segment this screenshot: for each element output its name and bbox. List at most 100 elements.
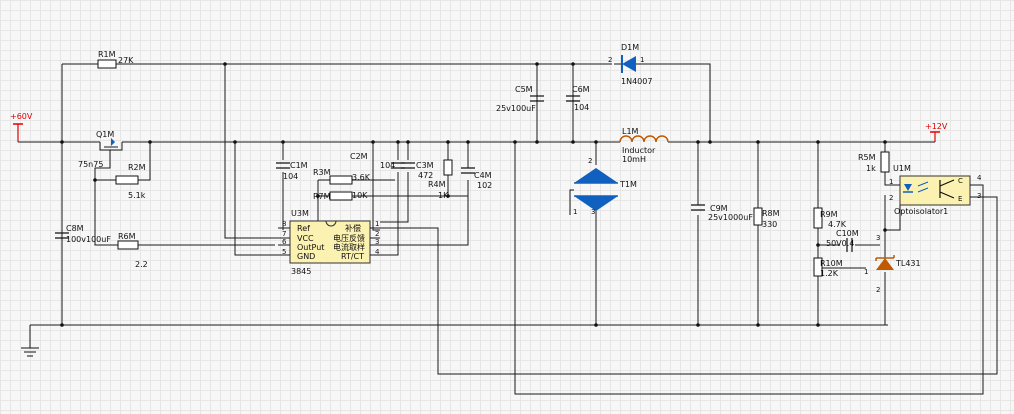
r5-ref: R5M (858, 153, 876, 162)
c8-value: 100v100uF (66, 235, 111, 244)
power-in-port[interactable]: +60V (10, 112, 33, 142)
resistor-r8[interactable]: R8M 330 (753, 207, 780, 229)
d1-pin-2: 2 (608, 56, 612, 64)
r6-ref: R6M (118, 232, 136, 241)
u1-pin-3: 3 (977, 192, 981, 200)
c10-ref: C10M (836, 229, 859, 238)
u1-emitter-mark: E (958, 195, 962, 203)
c9-ref: C9M (710, 204, 728, 213)
r3-ref: R3M (313, 168, 331, 177)
dual-diode-t1[interactable]: T1M 2 1 3 (569, 157, 637, 225)
tl431-name: TL431 (895, 259, 921, 268)
u1-name: Optoisolator1 (894, 207, 948, 216)
capacitor-c6[interactable]: C6M 104 (566, 85, 590, 112)
c1-ref: C1M (290, 161, 308, 170)
u1-pin-2: 2 (889, 194, 893, 202)
u3-pin-comp: 补偿 (345, 223, 361, 233)
r1-value: 27K (118, 56, 134, 65)
u3-part: 3845 (291, 267, 311, 276)
c9-value: 25v1000uF (708, 213, 753, 222)
r8-ref: R8M (762, 209, 780, 218)
r10-ref: R10M (820, 259, 843, 268)
c10-value: 50V0.4 (826, 239, 854, 248)
ic-u3[interactable]: U3M 3845 Ref VCC OutPut GND 补偿 电压反馈 电流取样… (278, 209, 380, 276)
r9-ref: R9M (820, 210, 838, 219)
resistor-r10[interactable]: R10M 1.2K (813, 257, 843, 278)
r3-value: 3.6K (352, 173, 371, 182)
l1-ref: L1M (622, 127, 639, 136)
c3-ref: C3M (416, 161, 434, 170)
resistor-r6[interactable]: R6M 2.2 (117, 232, 148, 269)
c2-value: 104 (380, 161, 395, 170)
r2-value: 5.1k (128, 191, 146, 200)
c5-ref: C5M (515, 85, 533, 94)
u3-num-8: 8 (282, 220, 286, 228)
capacitor-c10[interactable]: C10M 50V0.4 (826, 229, 859, 252)
power-in-label: +60V (10, 112, 33, 121)
u1-ref: U1M (893, 164, 911, 173)
r8-value: 330 (762, 220, 777, 229)
u3-pin-ref: Ref (297, 224, 310, 233)
d1-ref: D1M (621, 43, 639, 52)
t1-ref: T1M (619, 180, 637, 189)
capacitor-c1[interactable]: C1M 104 (276, 161, 308, 181)
q1-ref: Q1M (96, 130, 114, 139)
capacitor-c2[interactable]: C2M 104 (350, 152, 405, 170)
u1-collector-mark: C (958, 177, 963, 185)
tl431-pin-2: 2 (876, 286, 880, 294)
t1-pin-1: 1 (573, 208, 577, 216)
u3-num-3: 3 (375, 238, 379, 246)
power-out-port[interactable]: +12V (925, 122, 948, 142)
r5-value: 1k (866, 164, 876, 173)
u3-pin-gnd: GND (297, 252, 315, 261)
c6-value: 104 (574, 103, 589, 112)
diode-d1[interactable]: D1M 1N4007 2 1 (608, 43, 652, 86)
d1-value: 1N4007 (621, 77, 652, 86)
u1-pin-1: 1 (889, 178, 893, 186)
c3-value: 472 (418, 171, 433, 180)
resistor-r4[interactable]: R4M 1K (428, 159, 453, 200)
tl431-pin-1: 1 (864, 268, 868, 276)
resistor-r2[interactable]: R2M 5.1k (115, 163, 146, 200)
inductor-l1[interactable]: L1M Inductor 10mH (619, 127, 669, 164)
c4-value: 102 (477, 181, 492, 190)
r6-value: 2.2 (135, 260, 148, 269)
r7-value: 10K (352, 191, 368, 200)
r4-ref: R4M (428, 180, 446, 189)
resistor-r9[interactable]: R9M 4.7K (813, 207, 847, 229)
c2-ref: C2M (350, 152, 368, 161)
capacitor-c3[interactable]: C3M 472 (401, 161, 434, 180)
u3-num-4: 4 (375, 248, 380, 256)
t1-pin-3: 3 (591, 208, 595, 216)
t1-pin-2: 2 (588, 157, 592, 165)
u3-num-7: 7 (282, 230, 286, 238)
capacitor-c9[interactable]: C9M 25v1000uF (691, 204, 753, 222)
d1-pin-1: 1 (640, 56, 644, 64)
resistor-r1[interactable]: R1M 27K (97, 50, 134, 69)
ground-symbol (21, 347, 39, 357)
optoisolator-u1[interactable]: C E U1M Optoisolator1 1 2 4 3 (889, 164, 997, 216)
capacitor-c8[interactable]: C8M 100v100uF (55, 224, 111, 244)
power-out-label: +12V (925, 122, 948, 131)
c5-value: 25v100uF (496, 104, 536, 113)
u3-pin-vcc: VCC (297, 234, 314, 243)
c6-ref: C6M (572, 85, 590, 94)
shunt-regulator-tl431[interactable]: TL431 3 1 2 (864, 234, 921, 294)
junctions (60, 62, 887, 327)
capacitor-c5[interactable]: C5M 25v100uF (496, 85, 544, 113)
resistor-r3[interactable]: R3M 3.6K (313, 168, 371, 185)
mosfet-q1[interactable]: Q1M 75n75 (78, 130, 123, 169)
r10-value: 1.2K (820, 269, 839, 278)
r2-ref: R2M (128, 163, 146, 172)
u3-num-6: 6 (282, 238, 287, 246)
r7-ref: R7M (313, 192, 331, 201)
u3-pin-isense: 电流取样 (333, 242, 365, 252)
resistor-r7[interactable]: R7M 10K (313, 191, 368, 201)
c4-ref: C4M (474, 171, 492, 180)
r1-ref: R1M (98, 50, 116, 59)
resistor-r5[interactable]: R5M 1k (858, 151, 890, 173)
capacitor-c4[interactable]: C4M 102 (461, 167, 492, 190)
u3-pin-vfb: 电压反馈 (333, 233, 365, 243)
u3-num-2: 2 (375, 230, 379, 238)
